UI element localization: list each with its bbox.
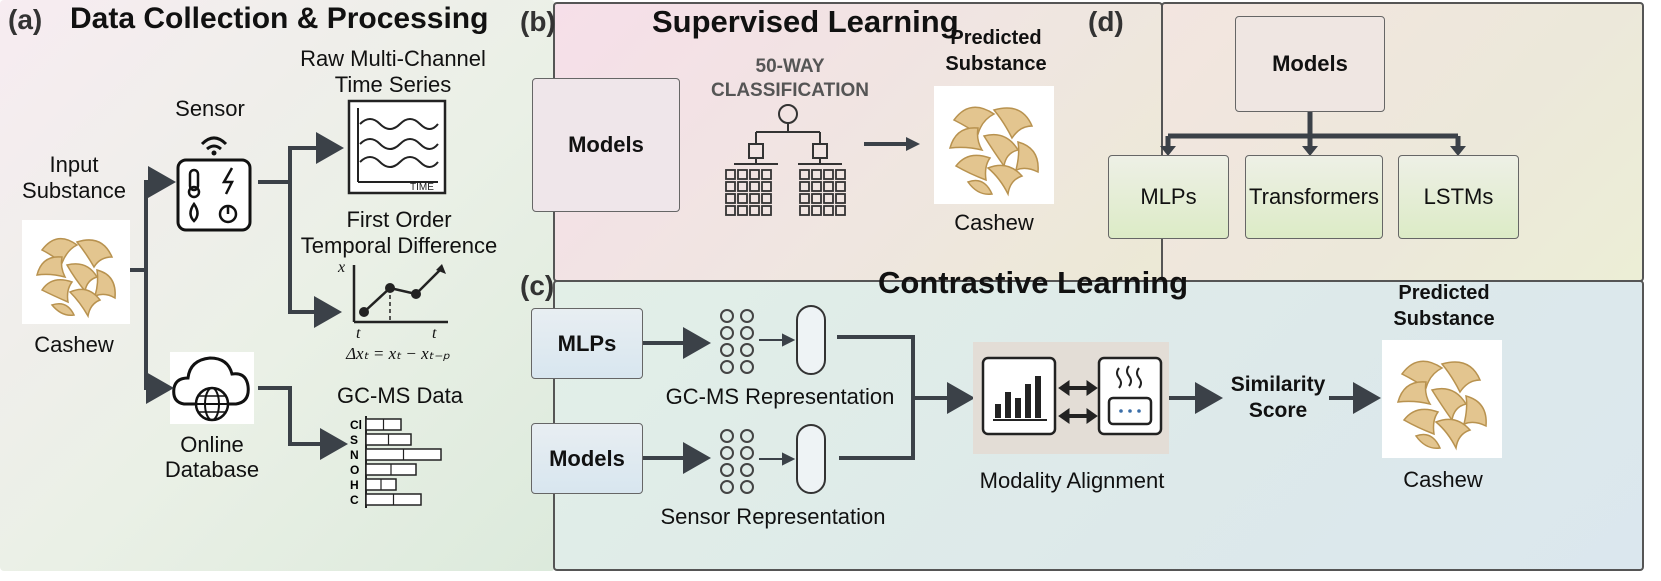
mlps-box-c: MLPs (531, 308, 643, 379)
panel-d-letter: (d) (1088, 6, 1124, 37)
panel-a-letter: (a) (8, 4, 43, 35)
models-box-d: Models (1235, 16, 1385, 112)
models-box-b: Models (532, 78, 680, 212)
panel-b-title: Supervised Learning (652, 4, 959, 39)
cashew-label: Cashew (34, 332, 114, 357)
classification-arrow (864, 137, 920, 151)
cashew-image-b (934, 86, 1054, 204)
temporal-difference-plot: x t t (337, 259, 448, 342)
classification-tree-icon (725, 104, 846, 216)
predicted-substance-b: Predicted Substance (945, 27, 1047, 75)
similarity-score-label: Similarity Score (1230, 373, 1326, 422)
difference-formula: Δxₜ = xₜ − xₜ₋ₚ (346, 344, 450, 363)
modality-alignment-label: Modality Alignment (979, 468, 1165, 493)
sensor-icon (176, 136, 252, 232)
panel-c-letter: (c) (520, 270, 555, 301)
cashew-label-c: Cashew (1403, 467, 1483, 492)
gcms-element-label: N (350, 448, 359, 462)
sensor-label: Sensor (175, 96, 245, 121)
t-right-label: t (432, 325, 437, 342)
gcms-element-label: S (350, 433, 358, 447)
transformers-box-d: Transformers (1245, 155, 1383, 239)
gcms-data-label: GC-MS Data (337, 383, 463, 408)
predicted-substance-c: Predicted Substance (1393, 282, 1495, 330)
gcms-element-label: O (350, 463, 359, 477)
gcms-representation-label: GC-MS Representation (665, 384, 895, 409)
online-database-label: Online Database (164, 432, 260, 482)
input-substance-label: Input Substance (22, 152, 126, 203)
classification-label: 50-WAY CLASSIFICATION (711, 56, 869, 101)
sensor-representation-label: Sensor Representation (660, 504, 886, 529)
x-axis-label: x (337, 259, 345, 276)
panel-a-title: Data Collection & Processing (70, 2, 489, 35)
time-series-icon: TIME (347, 99, 447, 195)
panel-c-graphics (643, 305, 1381, 494)
cashew-label-b: Cashew (954, 210, 1034, 235)
gcms-element-label: C (350, 493, 359, 507)
panel-c-title: Contrastive Learning (878, 265, 1189, 300)
gcms-element-label: H (350, 478, 359, 492)
panel-b-letter: (b) (520, 6, 556, 37)
panel-a-arrows (130, 132, 348, 460)
cloud-database-icon (170, 352, 254, 424)
t-left-label: t (356, 325, 361, 342)
temporal-difference-label: First Order Temporal Difference (300, 207, 498, 258)
cashew-image-c (1382, 340, 1502, 458)
mlps-box-d: MLPs (1108, 155, 1229, 239)
cashew-image (22, 220, 130, 324)
models-box-c: Models (531, 423, 643, 494)
raw-series-label: Raw Multi-Channel Time Series (300, 46, 486, 97)
time-axis-label: TIME (410, 182, 434, 193)
gcms-element-label: Cl (350, 418, 362, 432)
panel-d-tree-arrows (1160, 112, 1466, 156)
lstms-box-d: LSTMs (1398, 155, 1519, 239)
